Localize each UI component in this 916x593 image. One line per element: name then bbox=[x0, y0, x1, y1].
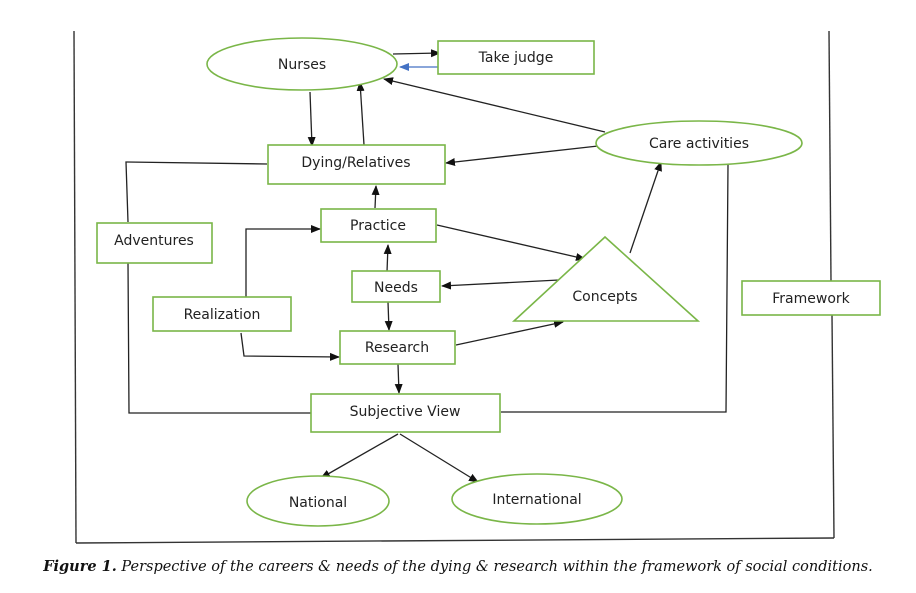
national-ellipse bbox=[246, 475, 390, 527]
take-judge-box bbox=[437, 40, 595, 75]
arrow-nurses-to-takejudge bbox=[392, 49, 441, 58]
figure-caption-text: Perspective of the careers & needs of th… bbox=[116, 559, 873, 575]
node-national: National bbox=[246, 475, 390, 527]
arrow-research-to-subjective bbox=[394, 363, 403, 394]
nurses-label: Nurses bbox=[278, 57, 326, 73]
subjective-view-box bbox=[310, 393, 501, 433]
arrow-practice-to-concepts bbox=[436, 224, 586, 261]
arrow-needs-to-practice bbox=[383, 244, 392, 273]
dying-relatives-box bbox=[267, 144, 446, 185]
arrow-research-to-concepts bbox=[455, 319, 564, 346]
arrow-care-to-dying bbox=[445, 145, 599, 166]
international-label: International bbox=[492, 492, 581, 508]
node-dying-relatives: Dying/Relatives bbox=[267, 144, 446, 185]
international-ellipse bbox=[451, 473, 623, 525]
node-practice: Practice bbox=[320, 208, 437, 243]
framework-label: Framework bbox=[772, 291, 850, 307]
figure-caption-label: Figure 1. bbox=[43, 558, 117, 575]
take-judge-label: Take judge bbox=[478, 50, 554, 66]
care-activities-ellipse bbox=[595, 120, 803, 166]
node-adventures: Adventures bbox=[96, 222, 213, 264]
figure-caption: Figure 1. Perspective of the careers & n… bbox=[0, 558, 916, 575]
needs-label: Needs bbox=[374, 280, 418, 296]
adventures-box bbox=[96, 222, 213, 264]
node-care-activities: Care activities bbox=[595, 120, 803, 166]
node-framework: Framework bbox=[741, 280, 881, 316]
outer-frame bbox=[73, 30, 835, 544]
adventures-label: Adventures bbox=[114, 233, 194, 249]
national-label: National bbox=[289, 495, 347, 511]
arrow-realization-to-research bbox=[240, 332, 340, 361]
frame-right-edge-upper bbox=[828, 30, 832, 282]
arrow-concepts-to-needs bbox=[441, 279, 560, 290]
frame-bottom-edge bbox=[75, 537, 835, 544]
arrow-concepts-to-care bbox=[629, 161, 662, 254]
connector-dying-to-adventures bbox=[125, 161, 268, 223]
research-label: Research bbox=[365, 340, 429, 356]
practice-box bbox=[320, 208, 437, 243]
arrow-realization-to-practice bbox=[245, 225, 321, 297]
needs-box bbox=[351, 270, 441, 303]
node-take-judge: Take judge bbox=[437, 40, 595, 75]
dying-relatives-label: Dying/Relatives bbox=[301, 155, 410, 171]
node-needs: Needs bbox=[351, 270, 441, 303]
care-activities-label: Care activities bbox=[649, 136, 749, 152]
node-research: Research bbox=[339, 330, 456, 365]
node-subjective-view: Subjective View bbox=[310, 393, 501, 433]
inner-loop bbox=[125, 161, 729, 414]
arrow-needs-to-research bbox=[384, 301, 393, 331]
arrow-dying-to-nurses bbox=[356, 81, 365, 146]
connector-adventures-to-subjective bbox=[127, 262, 311, 414]
frame-right-edge-lower bbox=[831, 314, 835, 539]
research-box bbox=[339, 330, 456, 365]
concepts-triangle bbox=[511, 235, 701, 322]
node-nurses: Nurses bbox=[206, 37, 398, 91]
connector-care-to-subjective bbox=[501, 164, 729, 413]
arrow-nurses-to-dying bbox=[307, 91, 316, 147]
frame-left-edge bbox=[73, 30, 77, 544]
arrow-subjective-to-international bbox=[399, 433, 479, 483]
subjective-view-label: Subjective View bbox=[350, 404, 461, 420]
realization-box bbox=[152, 296, 292, 332]
connectors bbox=[240, 49, 662, 483]
node-international: International bbox=[451, 473, 623, 525]
framework-box bbox=[741, 280, 881, 316]
arrow-care-to-nurses bbox=[383, 77, 606, 133]
node-concepts: Concepts bbox=[511, 235, 701, 322]
node-realization: Realization bbox=[152, 296, 292, 332]
realization-label: Realization bbox=[184, 307, 261, 323]
arrow-subjective-to-national bbox=[320, 433, 399, 479]
practice-label: Practice bbox=[350, 218, 406, 234]
nurses-ellipse bbox=[206, 37, 398, 91]
arrow-practice-to-dying bbox=[371, 185, 380, 209]
concepts-label: Concepts bbox=[572, 289, 637, 305]
